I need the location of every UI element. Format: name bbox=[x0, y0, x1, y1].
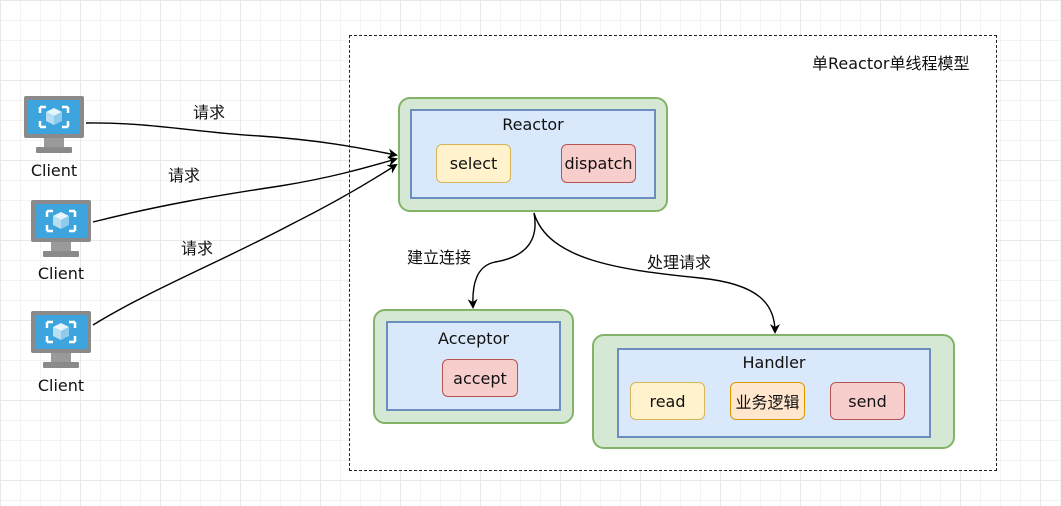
acceptor-title: Acceptor bbox=[438, 329, 509, 348]
process-edge-label: 处理请求 bbox=[647, 253, 712, 272]
read-node[interactable]: read bbox=[630, 382, 705, 420]
send-node[interactable]: send bbox=[830, 382, 905, 420]
monitor-icon[interactable] bbox=[29, 198, 93, 260]
dispatch-node[interactable]: dispatch bbox=[561, 144, 636, 183]
client-label-3: Client bbox=[37, 376, 85, 395]
request-label-2: 请求 bbox=[168, 166, 201, 185]
reactor-title: Reactor bbox=[502, 115, 564, 134]
request-label-3: 请求 bbox=[181, 239, 214, 258]
monitor-icon[interactable] bbox=[22, 94, 86, 156]
connect-edge-label: 建立连接 bbox=[407, 248, 472, 267]
accept-node[interactable]: accept bbox=[442, 359, 518, 397]
client-label-2: Client bbox=[37, 264, 85, 283]
handler-title: Handler bbox=[742, 353, 806, 372]
frame-title: 单Reactor单线程模型 bbox=[812, 54, 970, 73]
request-label-1: 请求 bbox=[193, 103, 226, 122]
client-label-1: Client bbox=[30, 161, 78, 180]
select-node[interactable]: select bbox=[436, 144, 511, 183]
monitor-icon[interactable] bbox=[29, 309, 93, 371]
business-logic-node[interactable]: 业务逻辑 bbox=[730, 382, 805, 420]
